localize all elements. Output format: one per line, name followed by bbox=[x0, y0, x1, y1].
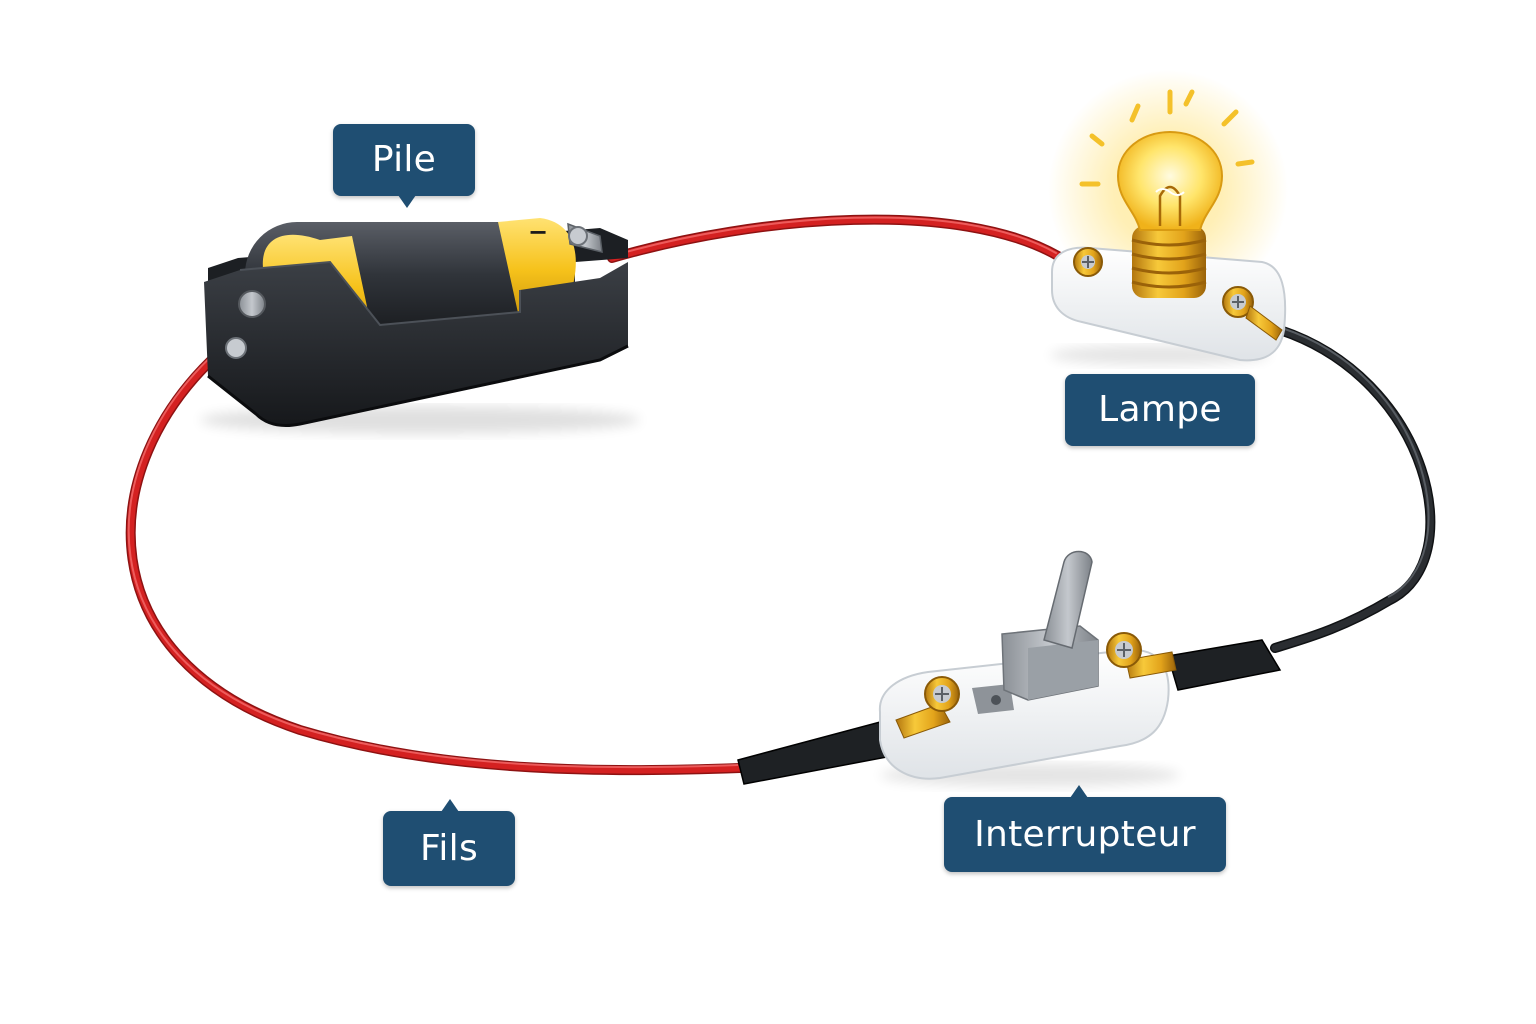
battery-label-pointer bbox=[397, 195, 416, 208]
switch-label-pointer bbox=[1070, 785, 1089, 798]
bulb-socket bbox=[1131, 226, 1207, 298]
battery-label: Pile bbox=[333, 124, 475, 208]
switch-label-text: Interrupteur bbox=[974, 813, 1196, 855]
wire-red-top-highlight bbox=[611, 216, 1057, 257]
switch-lever bbox=[1043, 550, 1093, 649]
battery-left-terminal bbox=[238, 290, 266, 318]
lamp-label-text: Lampe bbox=[1098, 389, 1222, 430]
battery-holder bbox=[204, 262, 628, 426]
battery-icon: + − bbox=[204, 218, 629, 428]
switch-right-plug bbox=[1167, 639, 1282, 691]
wire-red-loop-highlight bbox=[127, 349, 739, 769]
battery-negative-mark: − bbox=[528, 218, 548, 246]
toggle-switch-icon bbox=[737, 550, 1282, 785]
bulb-rays bbox=[1079, 89, 1255, 187]
battery-label-text: Pile bbox=[371, 139, 437, 180]
wires-label: Fils bbox=[383, 799, 515, 886]
wire-red-top bbox=[608, 216, 1062, 262]
switch-label: Interrupteur bbox=[944, 785, 1226, 872]
lamp-label: Lampe bbox=[1065, 374, 1255, 446]
wire-black-outline bbox=[1270, 325, 1436, 653]
wire-black-highlight bbox=[1281, 327, 1430, 598]
light-bulb-icon bbox=[1048, 70, 1288, 362]
wire-red-loop bbox=[127, 348, 744, 774]
wires-label-pointer bbox=[441, 799, 460, 812]
lamp-base bbox=[1051, 246, 1287, 362]
wires-label-text: Fils bbox=[419, 827, 479, 869]
bulb-glass bbox=[1116, 130, 1224, 231]
switch-left-plug bbox=[737, 721, 893, 785]
wire-black bbox=[1271, 326, 1434, 652]
